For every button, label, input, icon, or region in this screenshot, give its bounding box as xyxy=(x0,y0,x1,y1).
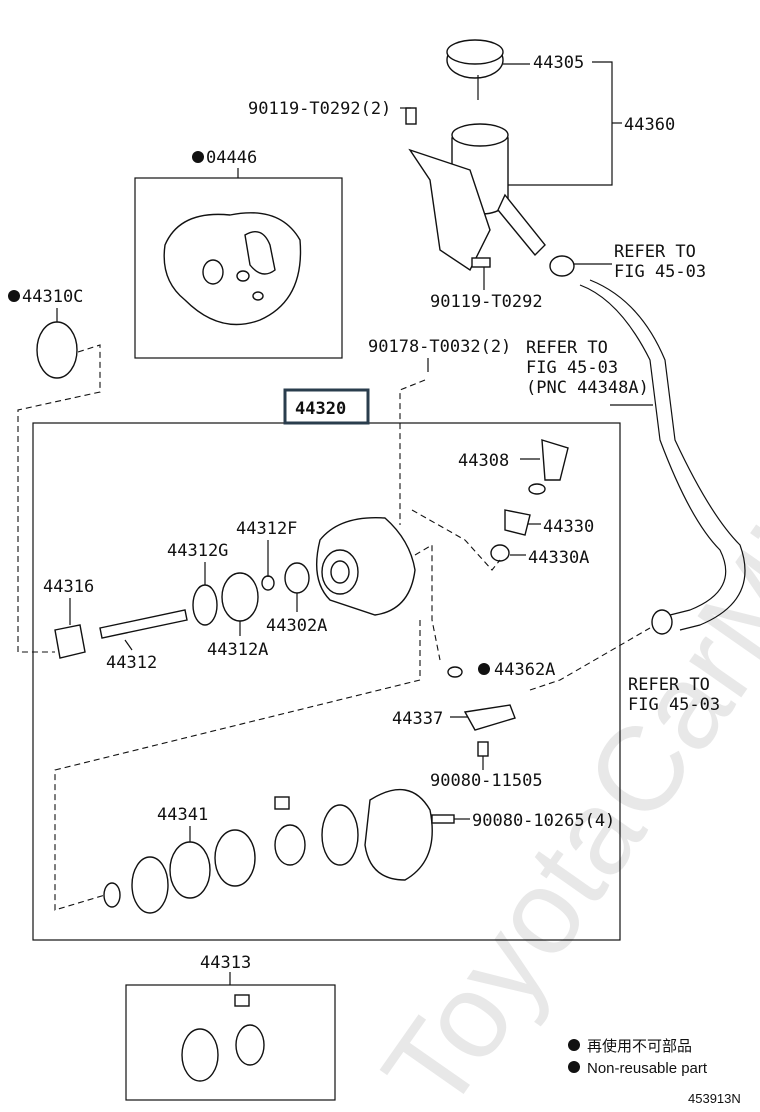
flow-control-valve xyxy=(490,439,569,562)
part-label-44312F[interactable]: 44312F xyxy=(236,519,297,539)
refer-fig-1-line2[interactable]: FIG 45-03 xyxy=(614,262,706,282)
refer-fig-3-line1[interactable]: REFER TO xyxy=(628,675,710,695)
non-reusable-bullet xyxy=(8,290,20,302)
part-label-44362A[interactable]: 44362A xyxy=(494,660,555,680)
reservoir-tank xyxy=(408,123,546,272)
legend-english: Non-reusable part xyxy=(587,1060,708,1077)
part-label-44310C[interactable]: 44310C xyxy=(22,287,83,307)
non-reusable-bullet xyxy=(192,151,204,163)
refer-fig-3-line2[interactable]: FIG 45-03 xyxy=(628,695,720,715)
part-label-44330[interactable]: 44330 xyxy=(543,517,594,537)
leader-lines xyxy=(56,61,653,985)
part-label-44312[interactable]: 44312 xyxy=(106,653,157,673)
part-label-44320[interactable]: 44320 xyxy=(295,399,346,419)
return-hose xyxy=(579,279,746,631)
part-label-04446[interactable]: 04446 xyxy=(206,148,257,168)
bolt-top xyxy=(405,107,417,125)
figure-id: 453913N xyxy=(688,1091,741,1106)
refer-fig-1-line1[interactable]: REFER TO xyxy=(614,242,696,262)
refer-fig-2-line2[interactable]: FIG 45-03 xyxy=(526,358,618,378)
refer-fig-2-line3[interactable]: (PNC 44348A) xyxy=(526,378,649,398)
part-label-44337[interactable]: 44337 xyxy=(392,709,443,729)
bolt-bracket xyxy=(471,257,491,268)
legend-bullet xyxy=(568,1061,580,1073)
dashed-assembly-lines xyxy=(17,344,651,911)
part-label-44341[interactable]: 44341 xyxy=(157,805,208,825)
part-label-nut[interactable]: 90178-T0032(2) xyxy=(368,337,511,357)
part-label-44308[interactable]: 44308 xyxy=(458,451,509,471)
part-label-44313[interactable]: 44313 xyxy=(200,953,251,973)
o-ring-44310C xyxy=(36,321,78,379)
part-label-44312G[interactable]: 44312G xyxy=(167,541,228,561)
part-label-bolt-union[interactable]: 90080-11505 xyxy=(430,771,543,791)
part-label-44330A[interactable]: 44330A xyxy=(528,548,589,568)
shaft-parts xyxy=(54,562,310,659)
legend-japanese: 再使用不可部品 xyxy=(587,1038,692,1055)
part-label-44312A[interactable]: 44312A xyxy=(207,640,268,660)
gasket-set xyxy=(163,212,302,326)
reservoir-cap xyxy=(446,39,504,100)
cartridge-kit-frame xyxy=(125,984,336,1101)
union-fitting xyxy=(447,666,516,757)
part-label-44316[interactable]: 44316 xyxy=(43,577,94,597)
refer-fig-2-line1[interactable]: REFER TO xyxy=(526,338,608,358)
non-reusable-bullet xyxy=(478,663,490,675)
assembly-label-box xyxy=(283,388,370,425)
cartridge-kit xyxy=(181,994,265,1082)
part-label-bolt-cover[interactable]: 90080-10265(4) xyxy=(472,811,615,831)
legend-bullet xyxy=(568,1039,580,1051)
part-label-bolt-bracket[interactable]: 90119-T0292 xyxy=(430,292,543,312)
part-label-44305[interactable]: 44305 xyxy=(533,53,584,73)
part-label-44302A[interactable]: 44302A xyxy=(266,616,327,636)
part-label-44360[interactable]: 44360 xyxy=(624,115,675,135)
hose-clamp-lower xyxy=(651,609,673,635)
hose-clamp xyxy=(549,255,575,277)
part-label-bolt-top[interactable]: 90119-T0292(2) xyxy=(248,99,391,119)
pump-internals xyxy=(103,788,455,914)
pump-body xyxy=(315,516,416,616)
